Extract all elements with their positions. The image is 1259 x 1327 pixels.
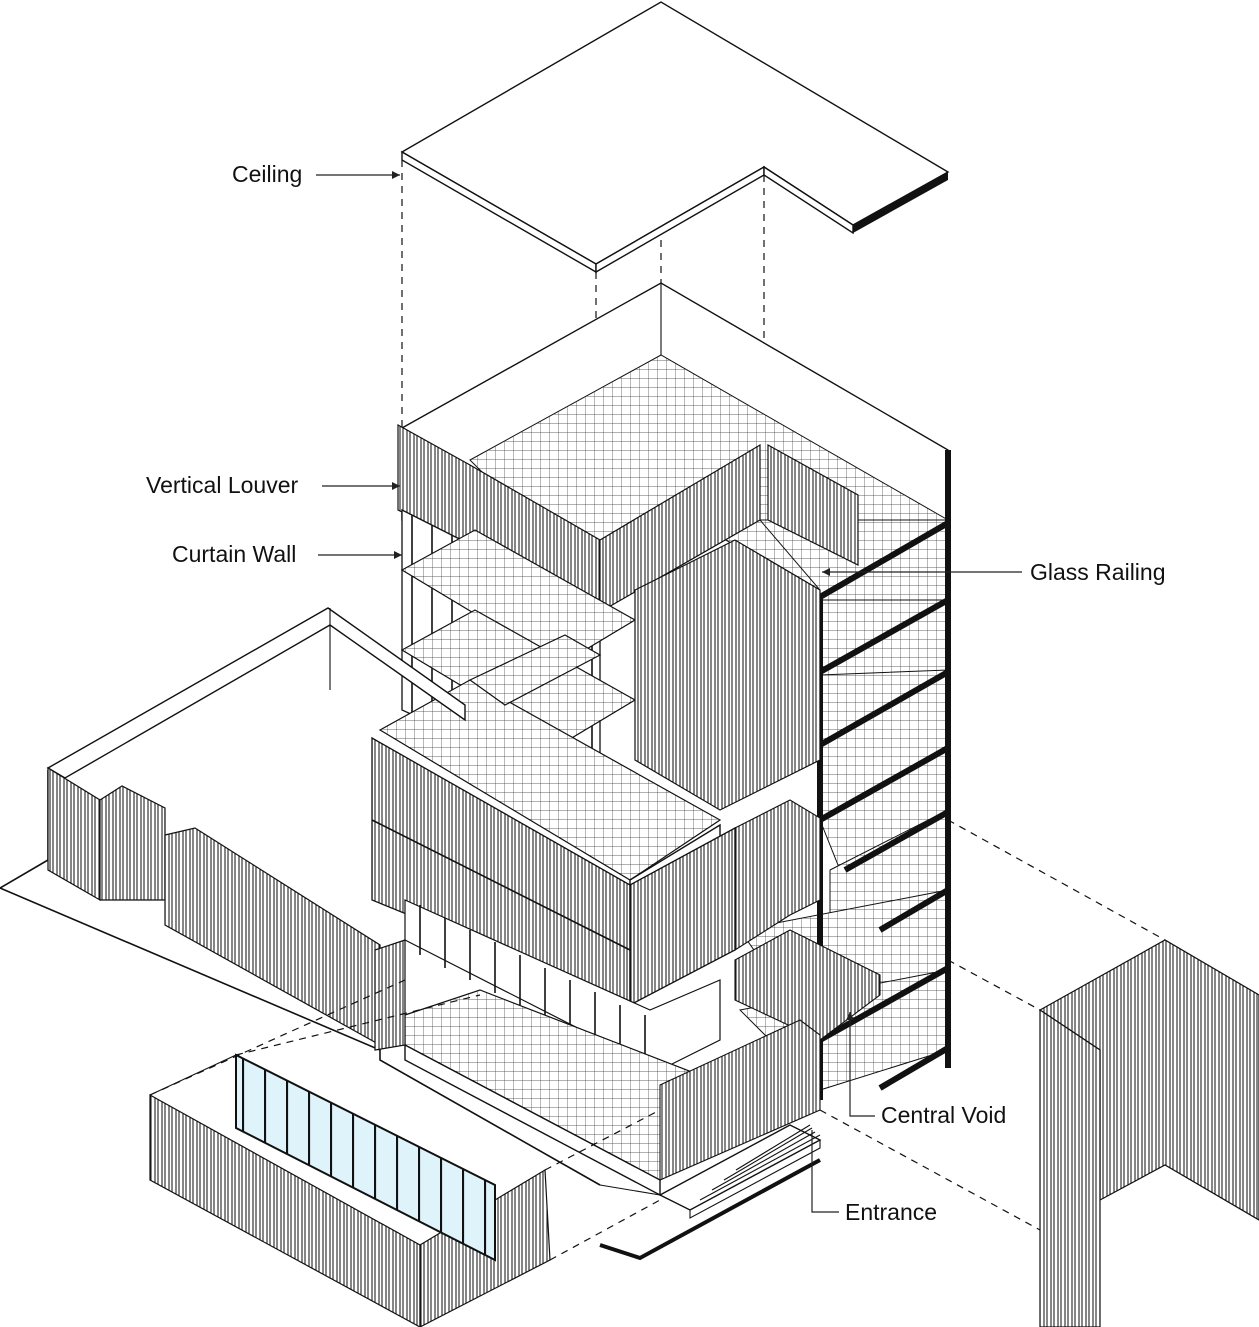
entrance-label: Entrance	[845, 1199, 937, 1225]
right-louver-wall	[1038, 939, 1259, 1327]
tower	[371, 282, 951, 1219]
ceiling-label: Ceiling	[232, 161, 302, 187]
central-void-label: Central Void	[881, 1102, 1006, 1128]
ceiling-slab	[400, 1, 950, 274]
glass-railing-label: Glass Railing	[1030, 559, 1166, 585]
label-central-void: Central Void	[846, 1012, 1006, 1128]
projection-lines-lower	[149, 819, 1166, 1261]
curtain-wall-label: Curtain Wall	[172, 541, 296, 567]
vertical-louver-label: Vertical Louver	[146, 472, 298, 498]
front-louver-wall	[149, 1053, 551, 1327]
label-curtain-wall: Curtain Wall	[172, 541, 402, 567]
site-wall-left	[0, 607, 821, 1261]
label-glass-railing: Glass Railing	[822, 559, 1166, 585]
entrance-steps	[658, 1124, 822, 1219]
label-entrance: Entrance	[811, 1130, 937, 1225]
label-ceiling: Ceiling	[232, 161, 400, 187]
label-vertical-louver: Vertical Louver	[146, 472, 400, 498]
